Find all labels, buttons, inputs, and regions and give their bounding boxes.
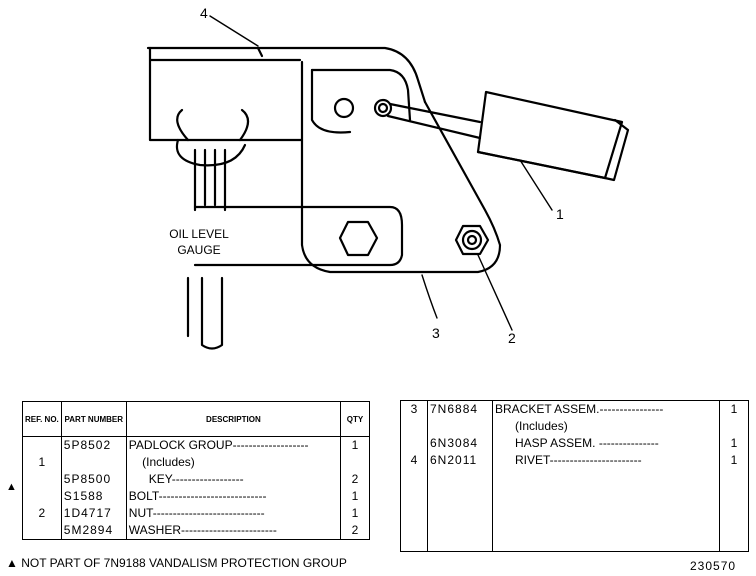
description-cell: PADLOCK GROUP------------------- — [126, 436, 342, 454]
description-cell: RIVET----------------------- — [492, 452, 720, 469]
qty-cell: 1 — [351, 489, 359, 503]
oil-level-gauge-label: OIL LEVEL GAUGE — [158, 226, 240, 258]
table-row: 6N3084 HASP ASSEM. --------------- 1 — [400, 435, 749, 452]
part-number-cell: 5P8502 — [61, 436, 127, 454]
ref-cell — [22, 436, 62, 454]
part-number-cell: 7N6884 — [427, 400, 493, 418]
qty-cell: 2 — [351, 472, 359, 486]
ref-cell — [22, 471, 62, 488]
ref-cell — [22, 522, 62, 540]
filler-cell — [720, 469, 749, 552]
qty-cell: 1 — [730, 402, 738, 416]
nut-washer — [461, 229, 483, 251]
part-number-cell: 6N3084 — [427, 435, 493, 452]
padlock-ring — [176, 108, 250, 142]
ref-cell — [400, 435, 428, 452]
description-cell: KEY------------------ — [126, 471, 342, 488]
pivot-bolt-2-inner — [377, 102, 389, 114]
table-row: 2 1D4717 NUT----------------------------… — [22, 505, 370, 522]
hasp-assembly-drawing — [146, 15, 630, 350]
hex-nut — [454, 224, 490, 256]
header-part-number: PART NUMBER — [61, 401, 127, 437]
padlock-ring-lower — [175, 138, 247, 167]
hasp-bar — [146, 46, 427, 104]
description-cell: NUT---------------------------- — [126, 505, 342, 522]
leader-3 — [421, 274, 438, 319]
gauge-band — [193, 205, 404, 267]
part-number-cell: 1D4717 — [61, 505, 127, 522]
gauge-rod — [193, 148, 227, 212]
table-row: 1 (Includes) — [22, 454, 370, 471]
parts-table-left: REF. NO. PART NUMBER DESCRIPTION QTY 5P8… — [22, 401, 370, 540]
header-description: DESCRIPTION — [126, 401, 342, 437]
description-cell: HASP ASSEM. --------------- — [492, 435, 720, 452]
callout-4: 4 — [200, 5, 208, 21]
table-row: 5M2894 WASHER------------------------ 2 — [22, 522, 370, 540]
ref-cell: 2 — [22, 505, 62, 522]
description-cell: (Includes) — [492, 418, 720, 435]
gauge-label-line-1: OIL LEVEL — [169, 227, 229, 241]
gauge-stem — [200, 276, 224, 350]
bracket-slot — [310, 68, 352, 134]
table-header-row: REF. NO. PART NUMBER DESCRIPTION QTY — [22, 401, 370, 437]
leader-2 — [477, 254, 513, 331]
table-row: (Includes) — [400, 418, 749, 435]
part-number-cell: 6N2011 — [427, 452, 493, 469]
hasp-bar-edge — [256, 46, 264, 58]
leader-4 — [209, 15, 259, 47]
qty-cell: 2 — [351, 523, 359, 537]
padlock-body-bottom — [476, 150, 607, 180]
header-ref-no: REF. NO. — [22, 401, 62, 437]
padlock-body-face — [603, 118, 630, 182]
gauge-label-line-2: GAUGE — [177, 243, 221, 257]
bracket-inner — [310, 68, 412, 122]
qty-cell: 1 — [351, 438, 359, 452]
table-filler-row — [400, 469, 749, 552]
ref-cell — [22, 488, 62, 505]
callout-1: 1 — [556, 206, 564, 222]
parts-table-right: 3 7N6884 BRACKET ASSEM.---------------- … — [400, 400, 749, 552]
header-qty: QTY — [340, 401, 370, 437]
bracket-plate — [300, 60, 502, 274]
padlock-shackle — [386, 102, 482, 140]
part-number-cell: 5M2894 — [61, 522, 127, 540]
part-number-cell: 5P8500 — [61, 471, 127, 488]
leader-1 — [519, 159, 553, 211]
qty-cell: 1 — [351, 506, 359, 520]
part-number-cell: S1588 — [61, 488, 127, 505]
ref-cell — [400, 418, 428, 435]
description-cell: BOLT--------------------------- — [126, 488, 342, 505]
table-row: S1588 BOLT--------------------------- 1 — [22, 488, 370, 505]
hasp-bar-inner — [148, 46, 304, 142]
table-row: 4 6N2011 RIVET----------------------- 1 — [400, 452, 749, 469]
table-row: 5P8500 KEY------------------ 2 — [22, 471, 370, 488]
qty-cell: 1 — [730, 436, 738, 450]
pivot-bolt-2 — [373, 98, 393, 118]
ref-cell: 4 — [400, 452, 428, 469]
ref-cell: 1 — [22, 454, 62, 471]
nut-washer-inner — [466, 234, 478, 246]
qty-cell: 1 — [730, 453, 738, 467]
description-cell: WASHER------------------------ — [126, 522, 342, 540]
part-number-cell — [427, 418, 493, 435]
table-row: 5P8502 PADLOCK GROUP------------------- … — [22, 436, 370, 454]
table-row: 3 7N6884 BRACKET ASSEM.---------------- … — [400, 400, 749, 418]
callout-2: 2 — [508, 330, 516, 346]
description-cell: BRACKET ASSEM.---------------- — [492, 400, 720, 418]
description-cell: (Includes) — [126, 454, 342, 471]
figure-number: 230570 — [690, 559, 737, 573]
qty-cell — [720, 418, 749, 435]
filler-cell — [400, 469, 428, 552]
filler-cell — [492, 469, 720, 552]
footnote: ▲ NOT PART OF 7N9188 VANDALISM PROTECTIO… — [6, 556, 347, 570]
padlock-body — [476, 90, 624, 180]
pivot-bolt — [333, 97, 355, 119]
ref-cell: 3 — [400, 400, 428, 418]
part-number-cell — [61, 454, 127, 471]
filler-cell — [427, 469, 493, 552]
qty-cell — [341, 454, 370, 471]
callout-3: 3 — [432, 325, 440, 341]
not-part-marker-icon: ▲ — [6, 481, 17, 493]
hex-bolt-head — [338, 220, 379, 257]
